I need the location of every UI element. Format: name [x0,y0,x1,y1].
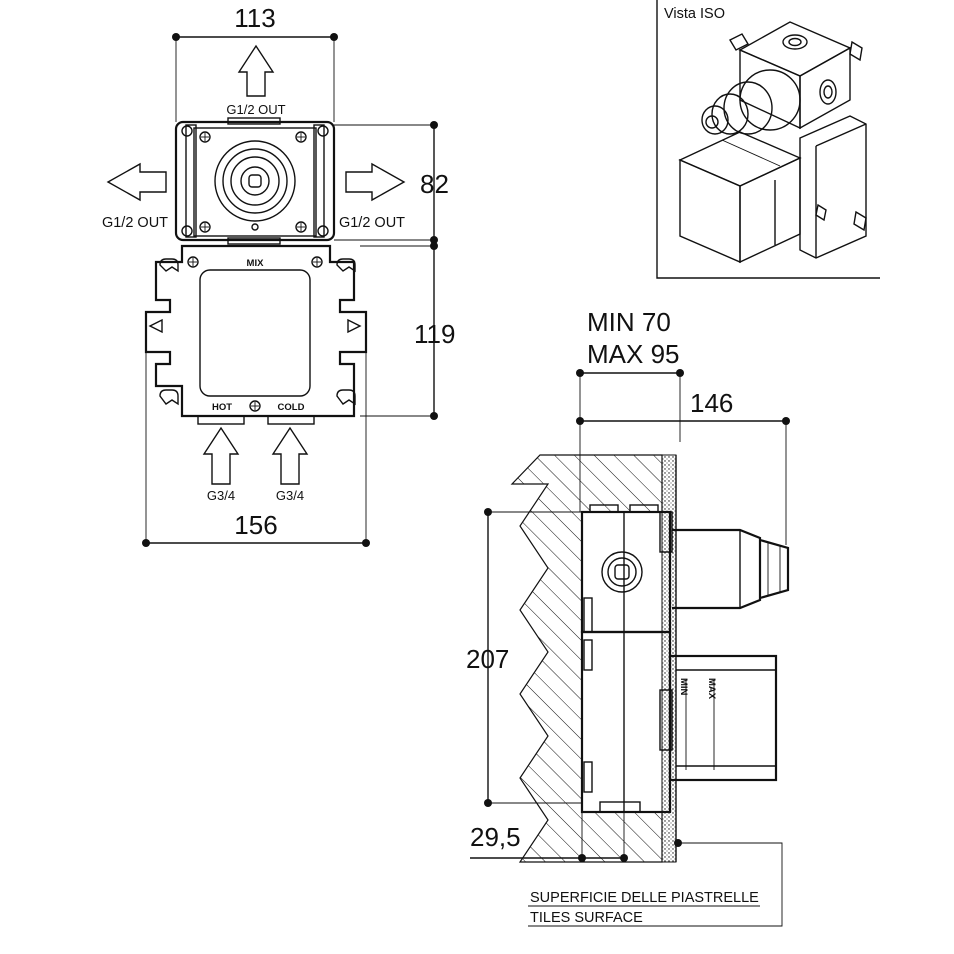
screw-icon [249,400,261,412]
dim-29-5-label: 29,5 [470,822,521,852]
dim-119-label: 119 [414,319,455,349]
body-min-label: MIN [678,678,689,696]
outlet-top-label: G1/2 OUT [226,102,285,117]
dim-156-label: 156 [234,510,277,540]
tiles-label-it: SUPERFICIE DELLE PIASTRELLE [530,890,759,906]
screw-icon [187,256,199,268]
dim-height: 207 [466,508,582,807]
screw-icon [295,131,307,143]
dim-offset: 29,5 [470,812,628,862]
dim-depth: 146 [576,388,790,545]
inlet-cold-arrow: G3/4 [271,426,309,503]
tiles-surface-callout: SUPERFICIE DELLE PIASTRELLE TILES SURFAC… [528,839,783,927]
dim-207-label: 207 [466,644,509,674]
inlet-cold-label: G3/4 [276,488,304,503]
tiles-label-en: TILES SURFACE [530,910,643,926]
mounting-plate: MIX HOT COLD [144,244,368,425]
screw-icon [199,221,211,233]
dim-min-max: MIN 70 MAX 95 [576,307,684,512]
plate-mix-label: MIX [247,258,265,269]
iso-view-title: Vista ISO [664,6,725,22]
dim-bottom-width: 156 [142,352,370,547]
iso-view: Vista ISO [656,0,880,279]
screw-icon [295,221,307,233]
inlet-hot-label: G3/4 [207,488,235,503]
valve-body-side: MIN MAX [580,504,790,814]
body-max-label: MAX [706,678,717,700]
plate-cold-label: COLD [278,402,305,413]
outlet-right-arrow: G1/2 OUT [339,162,406,231]
dim-max-label: MAX 95 [587,339,680,369]
front-view: 113 G1/2 OUT [102,3,455,547]
outlet-right-label: G1/2 OUT [339,215,405,231]
iso-valve-illustration [678,21,867,264]
dim-146-label: 146 [690,388,733,418]
plate-hot-label: HOT [212,402,232,413]
inlet-hot-arrow: G3/4 [202,426,240,503]
dim-113-label: 113 [234,3,275,33]
outlet-left-label: G1/2 OUT [102,215,168,231]
dim-right-heights: 82 119 [334,121,455,420]
outlet-left-arrow: G1/2 OUT [102,162,168,231]
side-view: MIN 70 MAX 95 146 207 [466,307,790,927]
screw-icon [311,256,323,268]
screw-icon [199,131,211,143]
dim-min-label: MIN 70 [587,307,671,337]
dim-82-label: 82 [420,169,449,199]
dim-top-width: 113 [172,3,338,122]
outlet-top-arrow: G1/2 OUT [226,44,286,117]
valve-body-front [174,117,336,245]
